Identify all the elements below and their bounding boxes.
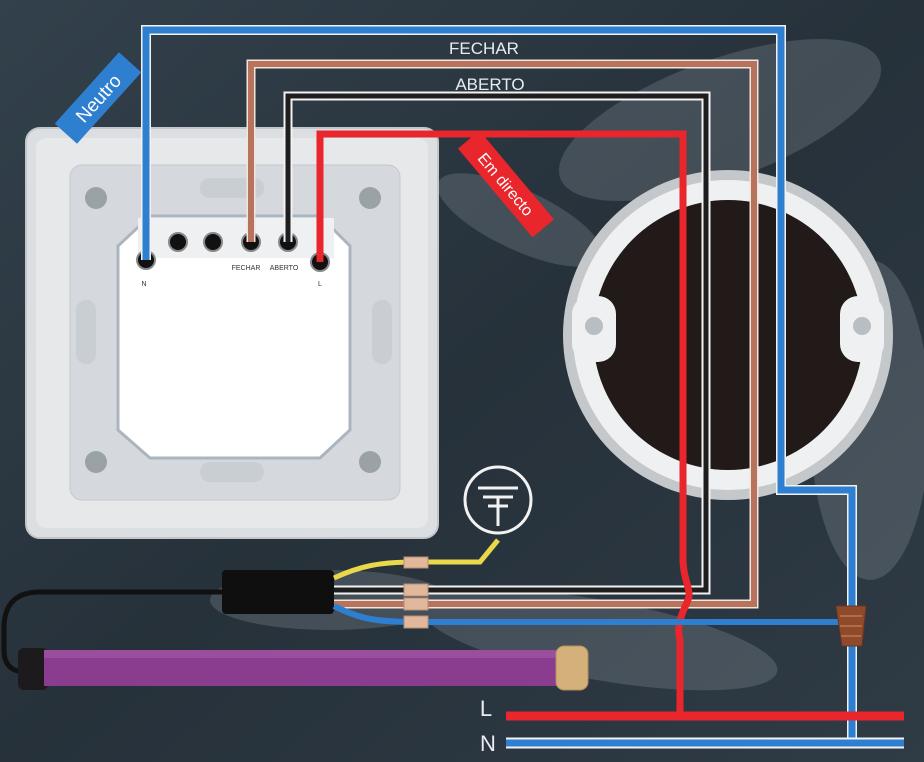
screw-hole-icon: [853, 317, 871, 335]
tubular-motor: [1, 589, 589, 691]
label-line-N: N: [480, 731, 496, 756]
terminal-label-fechar: FECHAR: [232, 265, 261, 272]
earth-ground-icon: [463, 465, 533, 535]
terminal-block: N FECHAR ABERTO L: [136, 232, 330, 288]
terminal-unused: [168, 232, 188, 252]
terminal-unused: [203, 232, 223, 252]
wire-live: [316, 130, 693, 716]
label-line-L: L: [480, 696, 492, 721]
cable-sheath: [222, 570, 334, 614]
screw-hole-icon: [585, 317, 603, 335]
mount-hole-icon: [85, 451, 107, 473]
junction-box: [563, 170, 893, 500]
switch-module: [25, 127, 439, 539]
mount-hole-icon: [359, 187, 381, 209]
terminal-label-aberto: ABERTO: [270, 265, 299, 272]
ferrules: [403, 556, 429, 629]
wire-connector: [835, 605, 867, 647]
terminal-label-n: N: [141, 281, 146, 288]
mount-hole-icon: [359, 451, 381, 473]
mount-hole-icon: [85, 187, 107, 209]
label-fechar: FECHAR: [449, 39, 519, 58]
terminal-label-l: L: [318, 281, 322, 288]
label-aberto: ABERTO: [455, 75, 524, 94]
